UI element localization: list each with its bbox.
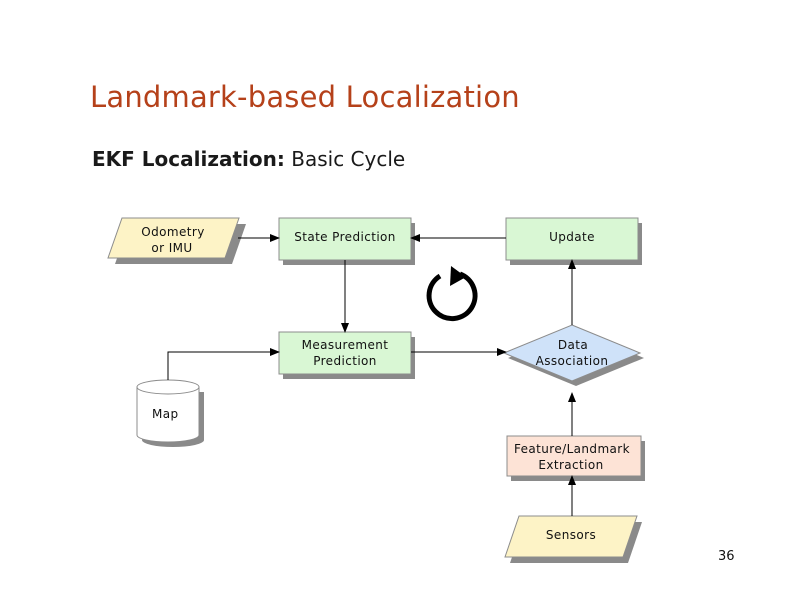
data-association-line1: Data bbox=[558, 338, 588, 352]
edge-map-to-measurement bbox=[167, 348, 280, 380]
sensors-node: Sensors bbox=[504, 515, 642, 563]
feature-extraction-line1: Feature/Landmark bbox=[514, 442, 630, 456]
odometry-label-line2: or IMU bbox=[151, 241, 192, 255]
odometry-label-line1: Odometry bbox=[141, 225, 204, 239]
measurement-prediction-line2: Prediction bbox=[313, 354, 377, 368]
sensors-label: Sensors bbox=[546, 528, 596, 542]
feature-extraction-line2: Extraction bbox=[538, 458, 603, 472]
subtitle-rest: Basic Cycle bbox=[291, 147, 406, 171]
feature-extraction-node: Feature/Landmark Extraction bbox=[506, 435, 645, 481]
data-association-line2: Association bbox=[536, 354, 609, 368]
measurement-prediction-line1: Measurement bbox=[302, 338, 389, 352]
circular-arrow-icon bbox=[426, 266, 478, 322]
map-label: Map bbox=[152, 407, 179, 421]
slide-subtitle: EKF Localization: Basic Cycle bbox=[92, 147, 405, 171]
update-node: Update bbox=[505, 217, 642, 265]
state-prediction-label: State Prediction bbox=[294, 230, 396, 244]
page-number: 36 bbox=[718, 549, 735, 564]
state-prediction-node: State Prediction bbox=[278, 217, 415, 265]
data-association-node: Data Association bbox=[502, 324, 644, 386]
update-label: Update bbox=[549, 230, 595, 244]
subtitle-bold: EKF Localization: bbox=[92, 147, 285, 171]
measurement-prediction-node: Measurement Prediction bbox=[278, 331, 415, 379]
map-node: Map bbox=[136, 379, 204, 447]
edges bbox=[167, 234, 576, 516]
odometry-node: Odometry or IMU bbox=[107, 217, 246, 264]
slide-title: Landmark-based Localization bbox=[90, 80, 520, 114]
